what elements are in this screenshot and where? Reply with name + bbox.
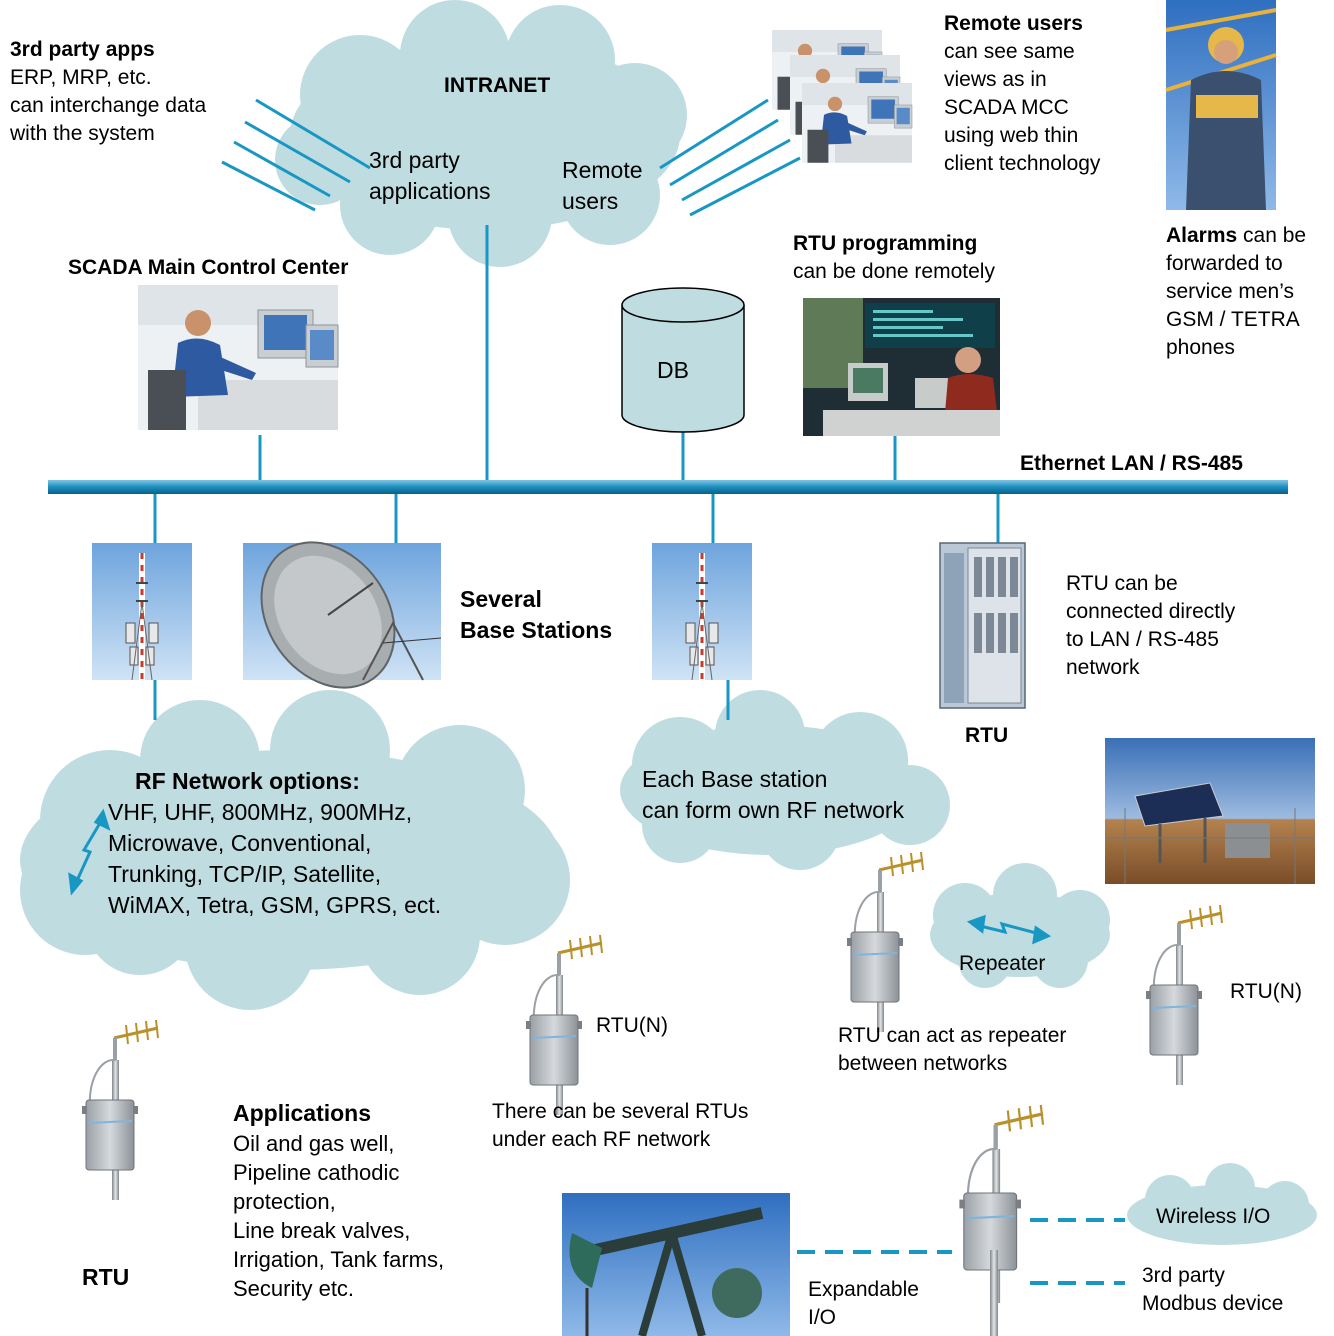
satellite-dish-photo (243, 541, 442, 689)
repeater-label: Repeater (959, 952, 1046, 975)
rtu-programming-photo (803, 298, 1000, 436)
applications-note: Applications Oil and gas well, Pipeline … (233, 1098, 444, 1303)
rtu-bottom-label: RTU (82, 1264, 130, 1290)
scada-title: SCADA Main Control Center (68, 256, 349, 279)
wireless-io-label: Wireless I/O (1156, 1205, 1271, 1228)
scada-photo (137, 284, 339, 431)
io-links (797, 1218, 1125, 1285)
third-party-apps-note: 3rd party apps ERP, MRP, etc. can interc… (10, 36, 206, 148)
lan-label: Ethernet LAN / RS-485 (1020, 452, 1243, 475)
wireless-io-cloud (1127, 1163, 1317, 1245)
lan-bus (48, 480, 1288, 494)
pump-jack-photo (562, 1193, 790, 1336)
service-man-photo (1165, 0, 1277, 210)
rtu-n-right-label: RTU(N) (1230, 980, 1302, 1003)
intranet-third-party-label: 3rd party applications (369, 147, 491, 204)
rtu-programming-note: RTU programming can be done remotely (793, 230, 995, 286)
repeater-note: RTU can act as repeater between networks (838, 1024, 1067, 1075)
remote-users-body: can see same views as in SCADA MCC using… (944, 40, 1101, 175)
rtu-programming-title: RTU programming (793, 232, 978, 255)
alarms-body: can be forwarded to service men’s GSM / … (1166, 224, 1307, 359)
several-rtus-note: There can be several RTUs under each RF … (492, 1100, 749, 1151)
base-stations-label: Several Base Stations (460, 586, 613, 643)
rtu-n-left-label: RTU(N) (596, 1014, 668, 1037)
base-station-cloud (620, 690, 950, 870)
remote-users-photos (771, 29, 913, 164)
rtu-programming-body: can be done remotely (793, 260, 995, 283)
intranet-cables (221, 98, 801, 480)
repeater-cloud (930, 863, 1110, 988)
field-rtu-repeater (845, 850, 925, 1034)
alarms-title: Alarms (1166, 224, 1238, 247)
remote-users-note: Remote users can see same views as in SC… (944, 10, 1100, 178)
solar-site-photo (1105, 738, 1315, 884)
intranet-remote-users-label: Remote users (562, 157, 643, 214)
alarms-note: Alarms can be forwarded to service men’s… (1166, 222, 1306, 362)
rtu-lan-note: RTU can be connected directly to LAN / R… (1066, 572, 1236, 679)
db-label: DB (657, 357, 689, 383)
intranet-cloud (275, 0, 687, 267)
rtu-cabinet (939, 542, 1026, 709)
applications-title: Applications (233, 1100, 372, 1126)
lan-drops (153, 430, 1000, 720)
base-station-tower-1 (92, 543, 192, 680)
intranet-title: INTRANET (444, 74, 551, 97)
field-rtu-n-left (524, 933, 604, 1117)
rf-options-title: RF Network options: (135, 768, 360, 794)
rf-options-body: VHF, UHF, 800MHz, 900MHz, Microwave, Con… (108, 799, 442, 918)
field-rtu-expandable (959, 1105, 1043, 1303)
expandable-rtu-pole-ext (990, 1250, 998, 1336)
applications-body: Oil and gas well, Pipeline cathodic prot… (233, 1131, 445, 1301)
rtu-cabinet-label: RTU (965, 724, 1009, 747)
rf-options-note: RF Network options: VHF, UHF, 800MHz, 90… (108, 766, 441, 921)
third-party-apps-title: 3rd party apps (10, 38, 155, 61)
base-station-rf-label: Each Base station can form own RF networ… (642, 766, 905, 823)
field-rtu-n-right (1144, 903, 1224, 1087)
field-rtu-applications (80, 1018, 160, 1202)
rf-options-cloud (20, 690, 570, 1010)
remote-users-title: Remote users (944, 12, 1083, 35)
base-station-tower-2 (652, 543, 752, 680)
expandable-io-label: Expandable I/O (808, 1278, 919, 1329)
rf-link-arrow (68, 808, 111, 896)
third-party-apps-body: ERP, MRP, etc. can interchange data with… (10, 66, 207, 145)
db-cylinder (621, 287, 745, 433)
modbus-device-label: 3rd party Modbus device (1142, 1264, 1284, 1315)
repeater-link-arrow (966, 914, 1052, 945)
